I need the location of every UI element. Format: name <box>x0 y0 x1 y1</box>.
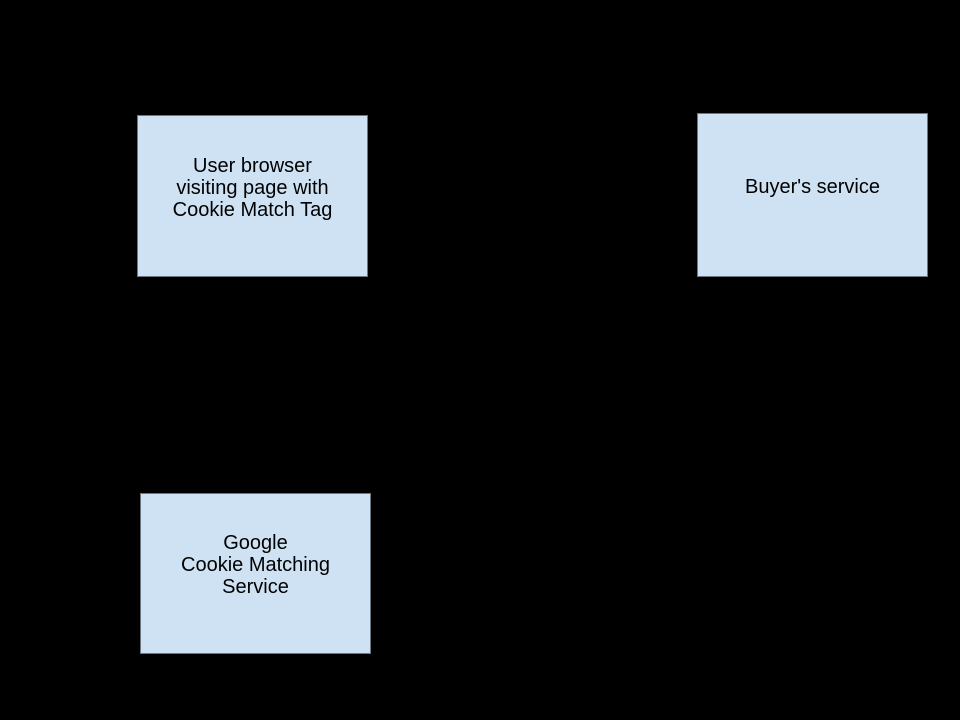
node-label-line: Cookie Matching <box>181 554 330 576</box>
node-label-line: User browser <box>193 154 312 177</box>
node-google-cookie-matching-service: Google Cookie Matching Service <box>140 493 371 654</box>
node-buyers-service: Buyer's service <box>697 113 928 277</box>
node-label-line: Buyer's service <box>745 175 880 198</box>
node-label-line: visiting page with <box>176 176 329 199</box>
node-label-line: Cookie Match Tag <box>172 198 333 221</box>
node-user-browser: User browser visiting page with Cookie M… <box>137 115 368 277</box>
node-label-line: Service <box>222 576 289 598</box>
node-label-line: Google <box>223 532 288 554</box>
